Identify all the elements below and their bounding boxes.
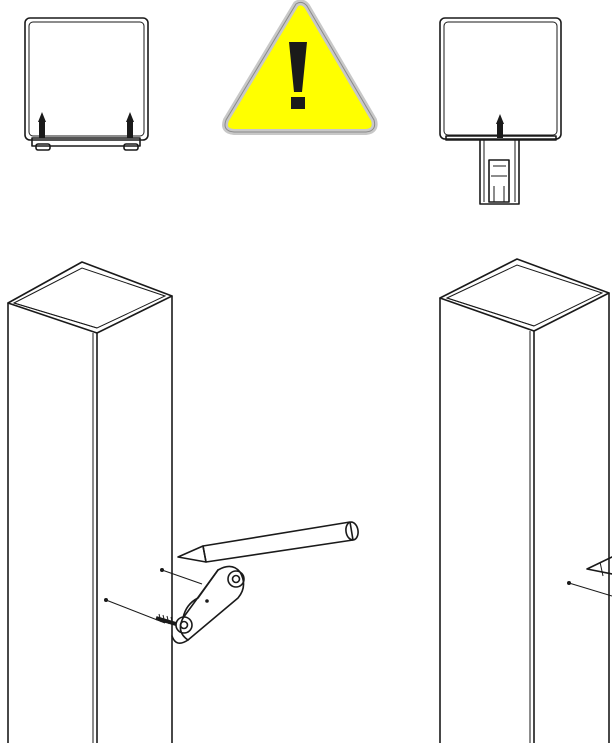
screw-icon: [126, 112, 134, 138]
bracket-plate-icon: [155, 565, 245, 644]
warning-icon: [222, 0, 378, 135]
mark-points-left: [104, 568, 203, 624]
pencil-icon: [177, 521, 359, 563]
screw-icon: [496, 114, 504, 138]
post-right: [439, 258, 610, 743]
cap-detail-two-screws: [24, 17, 149, 151]
cap-detail-single-screw: [439, 17, 562, 205]
mark-points-right: [567, 556, 612, 597]
post-left: [7, 261, 173, 743]
screw-icon: [155, 613, 177, 626]
screw-icon: [38, 112, 46, 138]
